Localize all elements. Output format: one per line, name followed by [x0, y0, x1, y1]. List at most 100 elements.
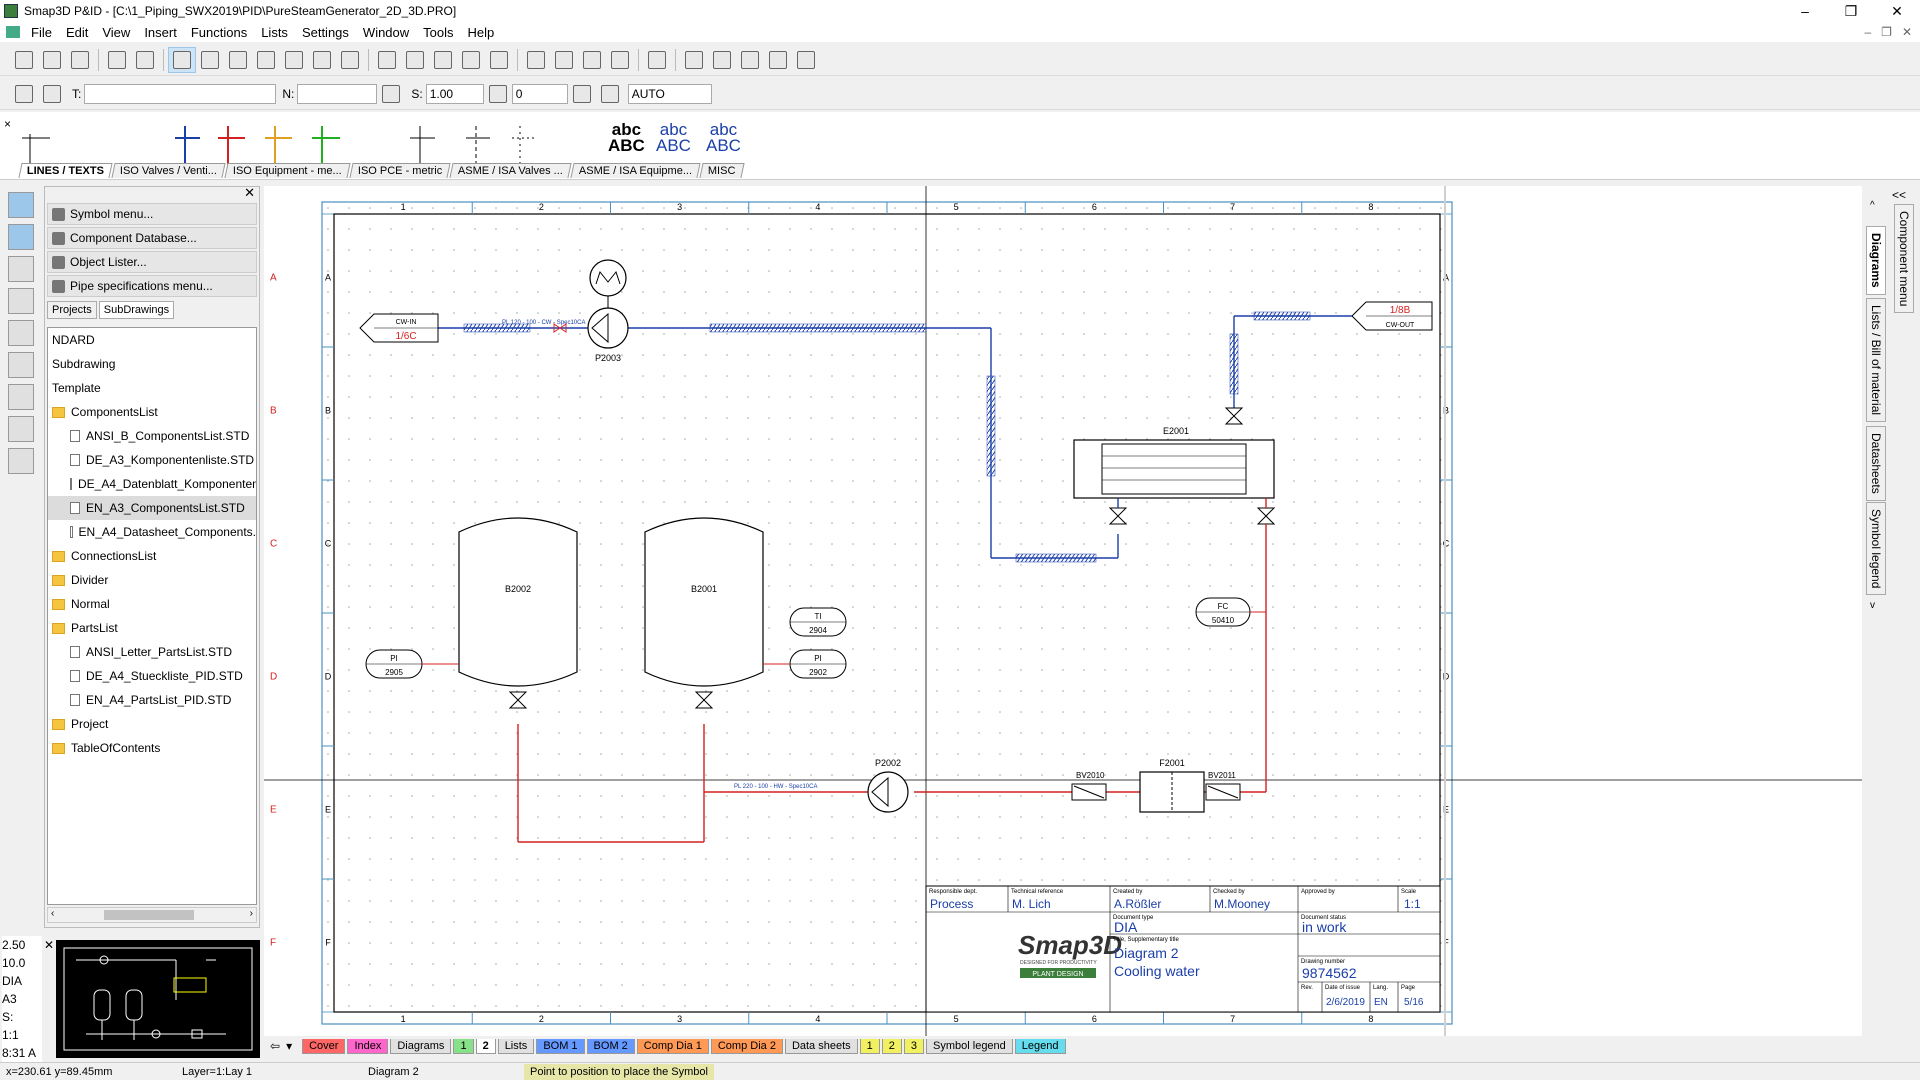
pipe-icon[interactable] [196, 47, 224, 73]
paste-icon[interactable] [429, 47, 457, 73]
symbol-tab-4[interactable]: ASME / ISA Valves ... [449, 163, 572, 178]
maximize-button[interactable]: ❐ [1844, 2, 1858, 19]
menu-help[interactable]: Help [467, 24, 495, 40]
tree-item[interactable]: ConnectionsList [48, 544, 256, 568]
sheet-tab[interactable]: Legend [1014, 1038, 1066, 1054]
open-icon[interactable] [38, 47, 66, 73]
grid-icon[interactable] [8, 192, 34, 218]
mdi-restore-icon[interactable]: ❐ [1881, 25, 1892, 39]
sheet-tab[interactable]: Symbol legend [926, 1038, 1013, 1054]
zoom-icon[interactable] [8, 320, 34, 346]
symbol-tab-6[interactable]: MISC [699, 163, 745, 178]
pen-icon[interactable] [336, 47, 364, 73]
scale-select[interactable]: 1.00 [425, 83, 484, 104]
rotate-icon[interactable] [484, 81, 512, 107]
tree-item[interactable]: DE_A3_Komponentenliste.STD [48, 448, 256, 472]
tree-item[interactable]: DE_A4_Datenblatt_Komponenten [48, 472, 256, 496]
circle-icon[interactable] [280, 47, 308, 73]
snap-icon[interactable] [168, 46, 196, 73]
sheet-tab[interactable]: Comp Dia 2 [710, 1038, 783, 1054]
tree-item[interactable]: EN_A4_PartsList_PID.STD [48, 688, 256, 712]
menu-settings[interactable]: Settings [301, 24, 349, 40]
copy-icon[interactable] [401, 47, 429, 73]
magnet-icon[interactable] [8, 448, 34, 474]
sheet-tab[interactable]: 1 [453, 1038, 474, 1054]
tab-symbol-legend[interactable]: Symbol legend [1866, 502, 1886, 596]
sheet-tab[interactable]: 2 [475, 1038, 496, 1054]
object-lister-button[interactable]: Object Lister... [47, 251, 257, 273]
angle-select[interactable]: 0 [511, 83, 568, 104]
collapse-right-icon[interactable]: << [1892, 188, 1907, 202]
tab-projects[interactable]: Projects [47, 301, 97, 319]
scroll-up-icon[interactable]: ^ [1870, 200, 1875, 211]
minimize-button[interactable]: – [1801, 2, 1809, 19]
wand-icon[interactable] [377, 81, 405, 107]
tree-item[interactable]: Project [48, 712, 256, 736]
pan-hand-icon[interactable] [8, 352, 34, 378]
sheet-tab[interactable]: 2 [881, 1038, 902, 1054]
close-preview-icon[interactable]: ✕ [44, 938, 55, 952]
properties-icon[interactable] [8, 288, 34, 314]
frame-icon[interactable] [578, 47, 606, 73]
t-input[interactable] [84, 83, 277, 104]
sheet-tab[interactable]: Comp Dia 1 [636, 1038, 709, 1054]
distribute-icon[interactable] [550, 47, 578, 73]
tree-item[interactable]: ComponentsList [48, 400, 256, 424]
symbol-tab-1[interactable]: ISO Valves / Venti... [111, 163, 226, 178]
scroll-down-icon[interactable]: v [1870, 600, 1875, 611]
sheet-tab[interactable]: Cover [302, 1038, 346, 1054]
sheet-tab[interactable]: Lists [497, 1038, 535, 1054]
mirror-h-icon[interactable] [568, 81, 596, 107]
menu-insert[interactable]: Insert [144, 24, 177, 40]
move-icon[interactable] [485, 47, 513, 73]
text-icon[interactable] [252, 47, 280, 73]
save-icon[interactable] [66, 47, 94, 73]
database-icon[interactable] [680, 47, 708, 73]
tab-subdrawings[interactable]: SubDrawings [98, 301, 175, 319]
tag-edit-icon[interactable] [38, 81, 66, 107]
pipe-spec-menu-button[interactable]: Pipe specifications menu... [47, 275, 257, 297]
overview-preview[interactable] [56, 940, 260, 1058]
symbol-tab-5[interactable]: ASME / ISA Equipme... [570, 163, 701, 178]
tab-lists-bom[interactable]: Lists / Bill of material [1866, 298, 1886, 423]
sheet-tab[interactable]: BOM 2 [586, 1038, 635, 1054]
list-icon[interactable] [606, 47, 634, 73]
symbol-tab-3[interactable]: ISO PCE - metric [349, 163, 451, 178]
tree-item[interactable]: NDARD [48, 328, 256, 352]
symbol-menu-button[interactable]: Symbol menu... [47, 203, 257, 225]
mdi-close-icon[interactable]: ✕ [1901, 25, 1912, 39]
auto-select[interactable]: AUTO [627, 83, 712, 104]
new-icon[interactable] [10, 47, 38, 73]
n-input[interactable] [297, 83, 378, 104]
tree-item[interactable]: EN_A4_Datasheet_Components. [48, 520, 256, 544]
tag-icon[interactable] [10, 81, 38, 107]
component-icon[interactable] [708, 47, 736, 73]
mirror-v-icon[interactable] [596, 81, 624, 107]
menu-window[interactable]: Window [362, 24, 410, 40]
symbol-tab-0[interactable]: LINES / TEXTS [18, 163, 113, 178]
menu-lists[interactable]: Lists [261, 24, 288, 40]
layers-icon[interactable] [8, 256, 34, 282]
menu-view[interactable]: View [102, 24, 131, 40]
close-panel-icon[interactable]: ✕ [244, 185, 255, 200]
symbol-palette[interactable]: × [0, 116, 760, 170]
sheet-tab[interactable]: Index [347, 1038, 389, 1054]
delete-icon[interactable] [457, 47, 485, 73]
tree-item[interactable]: PartsList [48, 616, 256, 640]
valve-icon[interactable] [224, 47, 252, 73]
tree-item[interactable]: ANSI_B_ComponentsList.STD [48, 424, 256, 448]
tab-diagrams[interactable]: Diagrams [1866, 226, 1886, 295]
menu-functions[interactable]: Functions [190, 24, 248, 40]
tree-item[interactable]: Normal [48, 592, 256, 616]
tree-item[interactable]: DE_A4_Stueckliste_PID.STD [48, 664, 256, 688]
sheet-tab[interactable]: 1 [859, 1038, 880, 1054]
close-button[interactable]: ✕ [1891, 2, 1903, 19]
rectangle-icon[interactable] [308, 47, 336, 73]
tree-item[interactable]: Subdrawing [48, 352, 256, 376]
edit-icon[interactable] [8, 416, 34, 442]
tree-item[interactable]: ANSI_Letter_PartsList.STD [48, 640, 256, 664]
mdi-minimize-icon[interactable]: – [1864, 25, 1872, 39]
